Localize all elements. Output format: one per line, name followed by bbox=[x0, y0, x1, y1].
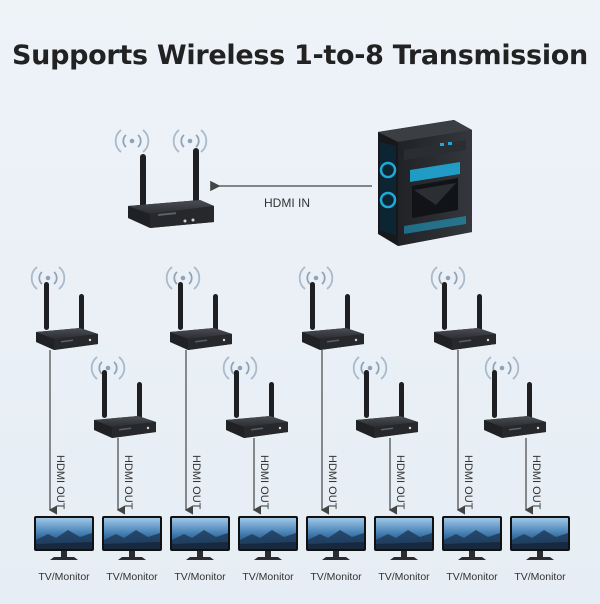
monitor-label: TV/Monitor bbox=[38, 571, 90, 583]
monitor-icon bbox=[170, 516, 230, 560]
wifi-signal-icon bbox=[484, 356, 520, 380]
receiver-device bbox=[484, 370, 546, 438]
monitor-icon bbox=[442, 516, 502, 560]
wifi-signal-icon bbox=[298, 266, 334, 290]
wifi-signal-icon bbox=[222, 356, 258, 380]
monitor-label: TV/Monitor bbox=[242, 571, 294, 583]
hdmi-out-label: HDMI OUT bbox=[122, 455, 134, 510]
hdmi-in-label: HDMI IN bbox=[264, 196, 310, 210]
receiver-device bbox=[302, 282, 364, 350]
monitor-icon bbox=[238, 516, 298, 560]
monitor-icon bbox=[510, 516, 570, 560]
monitor-label: TV/Monitor bbox=[310, 571, 362, 583]
hdmi-out-label: HDMI OUT bbox=[530, 455, 542, 510]
receiver-unit bbox=[298, 266, 364, 350]
receiver-device bbox=[434, 282, 496, 350]
receiver-unit bbox=[352, 356, 418, 438]
monitor-label: TV/Monitor bbox=[174, 571, 226, 583]
receiver-unit bbox=[484, 356, 546, 438]
receiver-device bbox=[36, 282, 98, 350]
hdmi-in-connection: HDMI IN bbox=[210, 180, 372, 210]
receiver-unit bbox=[90, 356, 156, 438]
receiver-unit bbox=[165, 266, 232, 350]
monitor-label: TV/Monitor bbox=[514, 571, 566, 583]
wifi-signal-icon bbox=[352, 356, 388, 380]
receiver-device bbox=[170, 282, 232, 350]
transmitter-group bbox=[114, 129, 214, 228]
monitor-label: TV/Monitor bbox=[378, 571, 430, 583]
receiver-unit bbox=[222, 356, 288, 438]
monitor-label: TV/Monitor bbox=[106, 571, 158, 583]
wifi-signal-icon bbox=[430, 266, 466, 290]
monitor-icon bbox=[34, 516, 94, 560]
hdmi-out-label: HDMI OUT bbox=[394, 455, 406, 510]
page-title: Supports Wireless 1-to-8 Transmission bbox=[12, 40, 588, 71]
hdmi-out-label: HDMI OUT bbox=[190, 455, 202, 510]
hdmi-out-outputs: HDMI OUT TV/Monitor HDMI OUT TV/Monitor HDMI… bbox=[34, 350, 570, 583]
wifi-signal-icon bbox=[172, 129, 208, 153]
monitor-label: TV/Monitor bbox=[446, 571, 498, 583]
hdmi-out-label: HDMI OUT bbox=[326, 455, 338, 510]
receiver-device bbox=[226, 370, 288, 438]
receiver-unit bbox=[430, 266, 496, 350]
monitor-icon bbox=[306, 516, 366, 560]
transmitter-device bbox=[128, 148, 214, 228]
hdmi-out-label: HDMI OUT bbox=[54, 455, 66, 510]
monitor-icon bbox=[102, 516, 162, 560]
desktop-pc bbox=[378, 120, 472, 246]
wifi-signal-icon bbox=[90, 356, 126, 380]
hdmi-out-label: HDMI OUT bbox=[258, 455, 270, 510]
monitor-icon bbox=[374, 516, 434, 560]
receiver-unit bbox=[30, 266, 98, 350]
wifi-signal-icon bbox=[114, 129, 150, 153]
receiver-device bbox=[356, 370, 418, 438]
hdmi-out-label: HDMI OUT bbox=[462, 455, 474, 510]
receiver-device bbox=[94, 370, 156, 438]
